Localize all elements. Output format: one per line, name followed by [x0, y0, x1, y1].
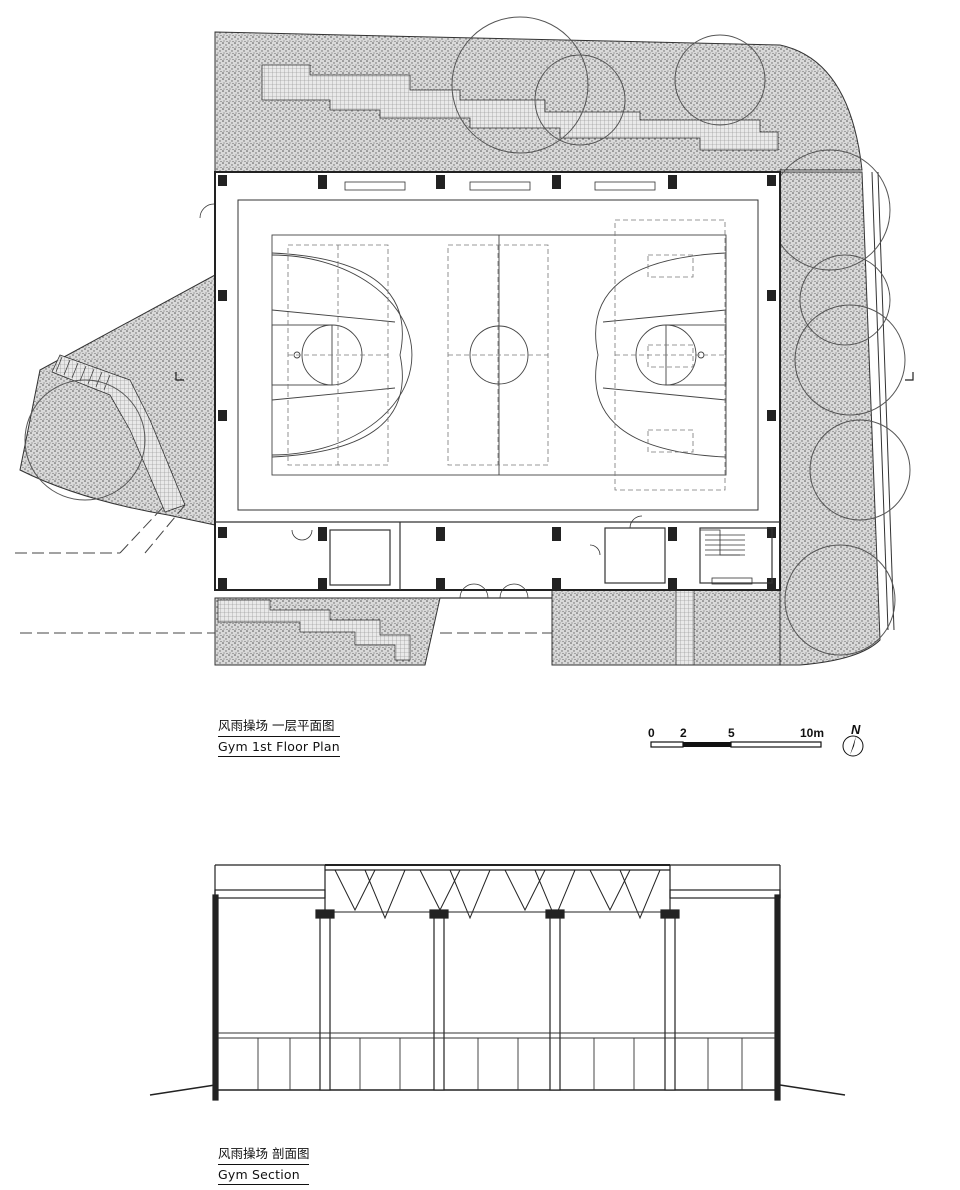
scale-label-2: 2	[680, 726, 687, 740]
section-caption-cn: 风雨操场 剖面图	[218, 1146, 310, 1165]
roof-trusses	[325, 869, 670, 920]
tree-canopies	[24, 16, 911, 656]
scale-label-10m: 10m	[800, 726, 825, 740]
site-lines	[15, 504, 552, 634]
section-columns	[212, 894, 781, 1101]
plan-caption-cn: 风雨操场 一层平面图	[218, 718, 340, 737]
north-paving-path	[261, 64, 779, 151]
floor-plan-drawing	[15, 16, 914, 666]
section-markers	[175, 372, 914, 381]
section-roof	[214, 864, 781, 910]
plan-caption: 风雨操场 一层平面图 Gym 1st Floor Plan	[218, 718, 340, 757]
west-stair-ramp	[51, 354, 186, 513]
scale-bar	[650, 741, 822, 748]
basketball-court	[271, 234, 727, 476]
section-drawing	[149, 864, 846, 1101]
section-ground	[149, 1084, 846, 1096]
entrance-doors	[199, 203, 643, 599]
structural-columns	[218, 175, 776, 589]
gym-outline	[214, 171, 781, 591]
section-caption-en: Gym Section	[218, 1167, 310, 1185]
section-wall-panels	[218, 1032, 775, 1090]
plan-caption-en: Gym 1st Floor Plan	[218, 739, 340, 757]
scale-label-0: 0	[648, 726, 655, 740]
east-landscape	[779, 171, 881, 666]
court-boundary	[237, 199, 759, 511]
south-rooms	[215, 521, 780, 590]
north-arrow-icon	[842, 735, 864, 757]
scale-label-5: 5	[728, 726, 735, 740]
stair	[705, 534, 745, 556]
north-label: N	[851, 722, 861, 737]
southeast-landscape	[551, 587, 781, 666]
volleyball-courts	[287, 219, 726, 491]
section-caption: 风雨操场 剖面图 Gym Section	[218, 1146, 310, 1185]
